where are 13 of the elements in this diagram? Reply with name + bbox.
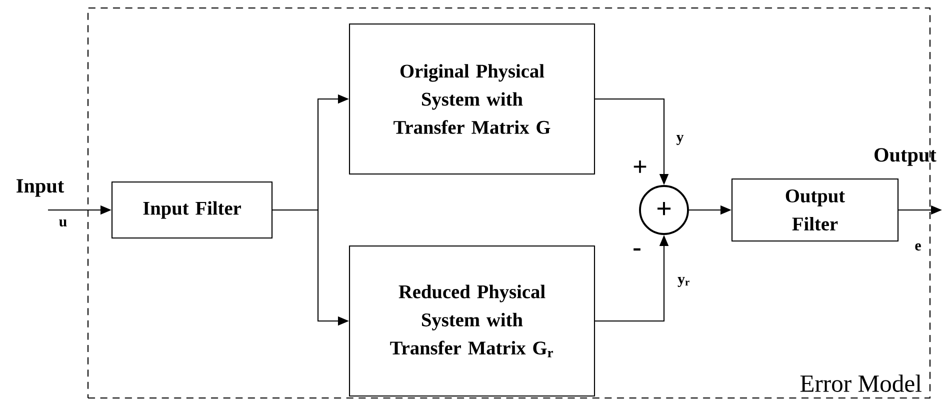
block-box: Output Filter — [731, 178, 899, 242]
block-box: Original Physical System with Transfer Matrix G — [348, 23, 596, 175]
signal-label: y — [676, 134, 684, 146]
sign-label: + — [634, 160, 646, 173]
port-label: Output — [874, 148, 936, 166]
signal-label: u — [59, 219, 67, 227]
block-box: Input Filter — [111, 181, 273, 239]
signal-label: e — [915, 243, 921, 251]
summing-junction: + — [639, 185, 689, 235]
block-box: Reduced Physical System with Transfer Matrix G$_{r}$ — [348, 245, 596, 397]
signal-label: y$_{r}$ — [678, 276, 690, 288]
port-label: Input — [16, 179, 64, 197]
sign-label: - — [634, 248, 640, 251]
